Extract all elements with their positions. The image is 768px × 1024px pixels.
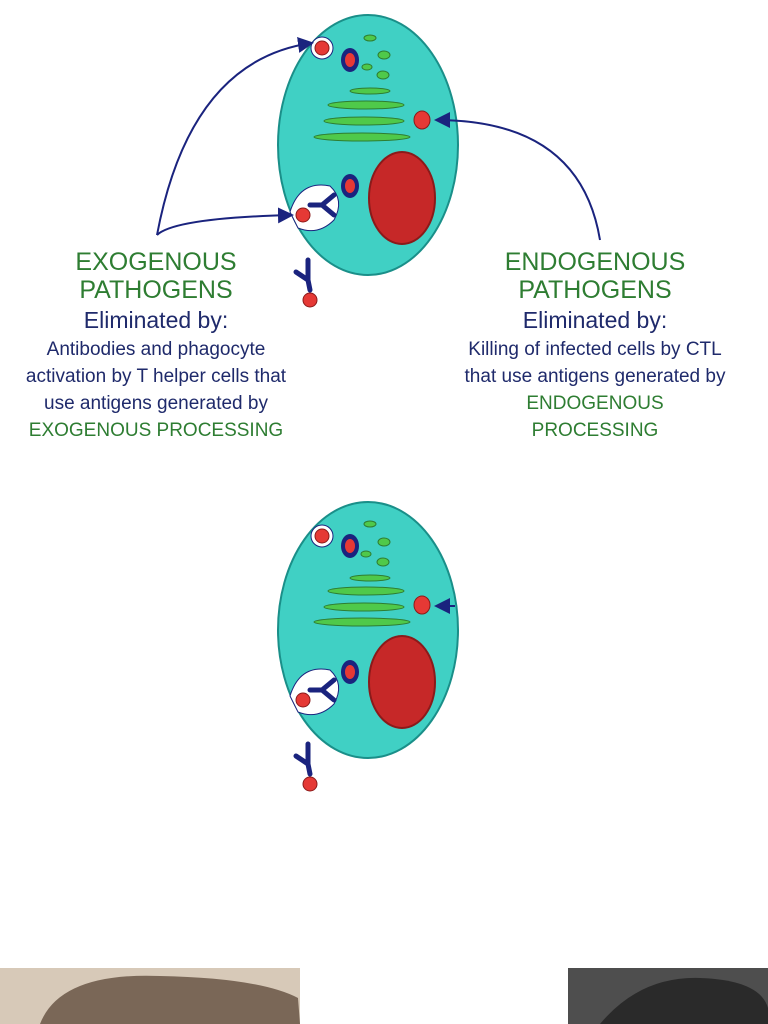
exogenous-heading-line1: EXOGENOUS	[75, 248, 237, 276]
cell-body	[277, 501, 459, 759]
exogenous-arrow-lower	[156, 207, 294, 236]
endogenous-desc-line1: Killing of infected cells by CTL	[468, 338, 722, 360]
golgi-stack	[363, 34, 377, 42]
er-cisterna	[313, 132, 411, 142]
endogenous-processing-line1: ENDOGENOUS	[526, 392, 664, 414]
pathogen	[295, 207, 311, 223]
endogenous-heading-line2: PATHOGENS	[518, 276, 672, 304]
er-cisterna	[349, 574, 391, 582]
endogenous-desc-line2: that use antigens generated by	[464, 365, 726, 387]
er-cisterna	[327, 100, 405, 110]
golgi-stack	[376, 557, 390, 567]
golgi-stack	[361, 63, 373, 71]
nucleus	[368, 635, 436, 729]
exogenous-desc-line1: Antibodies and phagocyte	[46, 338, 266, 360]
exogenous-desc-line3: use antigens generated by	[44, 392, 268, 414]
endogenous-eliminated-by: Eliminated by:	[522, 307, 668, 333]
er-cisterna	[327, 586, 405, 596]
pathogen	[345, 665, 355, 679]
endogenous-pathogen	[413, 110, 431, 130]
exogenous-processing: EXOGENOUS PROCESSING	[28, 419, 284, 441]
cell-body	[277, 14, 459, 276]
golgi-stack	[363, 520, 377, 528]
exogenous-label-block: EXOGENOUS PATHOGENS Eliminated by: Antib…	[0, 248, 312, 445]
endogenous-heading-line1: ENDOGENOUS	[504, 248, 686, 276]
pathogen	[295, 692, 311, 708]
er-cisterna	[313, 617, 411, 627]
right-head-silhouette	[600, 977, 768, 1024]
pathogen	[345, 53, 355, 67]
pathogen	[314, 40, 330, 56]
endogenous-processing-line2: PROCESSING	[531, 419, 659, 441]
golgi-stack	[377, 50, 391, 60]
antibody-icon	[293, 741, 313, 777]
exogenous-eliminated-by: Eliminated by:	[83, 307, 229, 333]
exogenous-heading-line2: PATHOGENS	[79, 276, 233, 304]
endogenous-label-block: ENDOGENOUS PATHOGENS Eliminated by: Kill…	[430, 248, 760, 445]
golgi-stack	[360, 550, 372, 558]
er-cisterna	[323, 116, 405, 126]
er-cisterna	[349, 87, 391, 95]
antibody-icon	[293, 257, 313, 293]
pathogen	[302, 292, 318, 308]
er-cisterna	[323, 602, 405, 612]
antibody-icon	[307, 192, 337, 218]
cell-diagram-bottom	[277, 501, 459, 792]
bottom-photo-strip	[0, 968, 768, 1024]
nucleus	[368, 151, 436, 245]
pathogen	[345, 539, 355, 553]
endogenous-arrow	[434, 112, 601, 241]
antibody-icon	[307, 677, 337, 703]
pathogen	[345, 179, 355, 193]
exogenous-description: Antibodies and phagocyte activation by T…	[0, 337, 312, 445]
left-head-silhouette	[40, 975, 300, 1024]
pathogen	[314, 528, 330, 544]
endogenous-pathogen	[413, 595, 431, 615]
golgi-stack	[376, 70, 390, 80]
cell-diagram-top	[156, 14, 601, 308]
exogenous-arrow-upper	[156, 37, 314, 236]
golgi-stack	[377, 537, 391, 547]
exogenous-desc-line2: activation by T helper cells that	[25, 365, 287, 387]
endogenous-description: Killing of infected cells by CTL that us…	[430, 337, 760, 445]
pathogen	[302, 776, 318, 792]
